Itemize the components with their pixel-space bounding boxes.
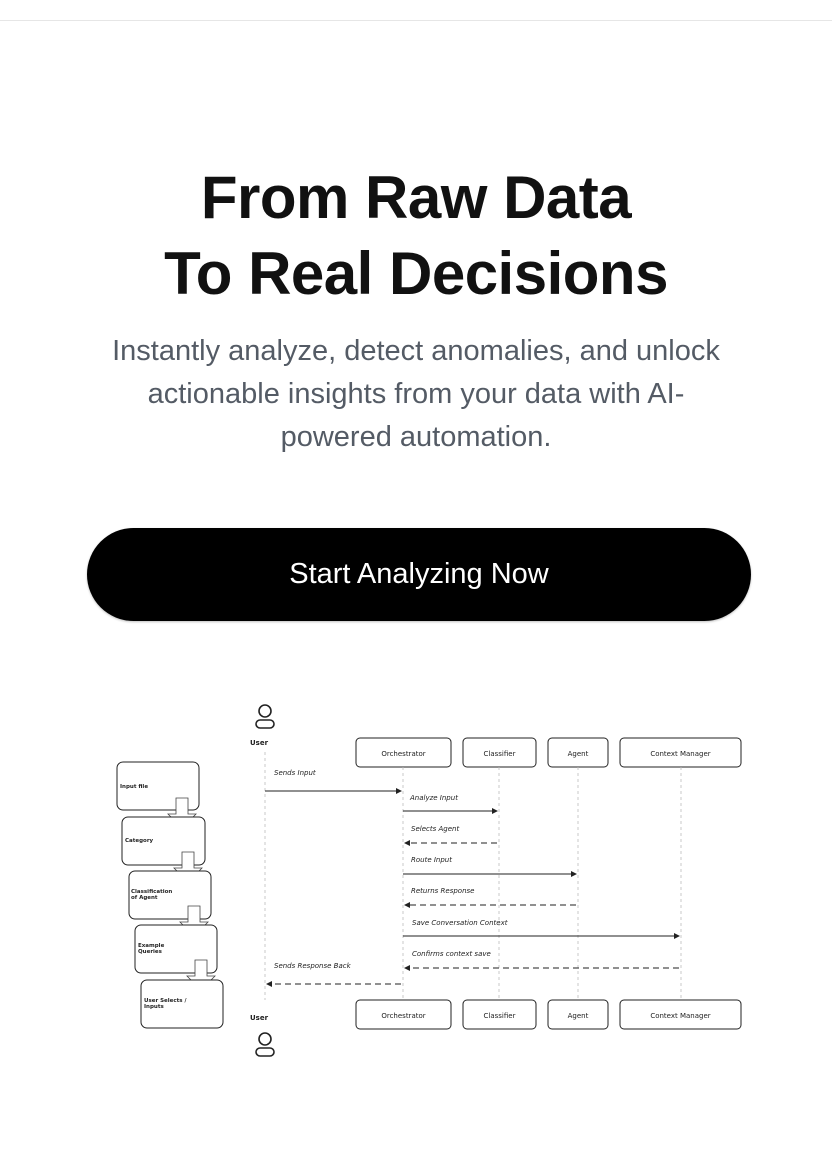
message-route-input: Route Input [411,856,452,864]
hero-subtitle: Instantly analyze, detect anomalies, and… [112,335,720,453]
actor-classifier-bottom: Classifier [462,999,537,1030]
start-analyzing-button[interactable]: Start Analyzing Now [87,528,751,621]
message-sends-response-back: Sends Response Back [274,962,352,970]
flow-step-5: User Selects /Inputs [140,979,224,1029]
message-returns-response: Returns Response [411,887,474,895]
actor-context-manager-top: Context Manager [619,737,742,768]
flow-step-5-label: User Selects /Inputs [144,998,187,1010]
svg-text:Classifier: Classifier [484,750,516,758]
svg-text:Context Manager: Context Manager [650,1012,710,1020]
svg-text:Agent: Agent [568,1012,589,1020]
message-save-context: Save Conversation Context [412,919,508,927]
hero-title: From Raw Data To Real Decisions [0,160,832,312]
actor-agent-top: Agent [547,737,609,768]
svg-text:Orchestrator: Orchestrator [381,750,425,758]
user-icon [255,704,275,729]
actor-user-bottom: User [250,1014,269,1022]
flow-step-1-label: Input file [120,784,148,790]
hero-title-line-2: To Real Decisions [164,240,668,307]
svg-text:Orchestrator: Orchestrator [381,1012,425,1020]
actor-agent-bottom: Agent [547,999,609,1030]
user-icon [255,1032,275,1057]
actor-orchestrator-top: Orchestrator [355,737,452,768]
hero-title-line-1: From Raw Data [200,164,632,231]
svg-text:Agent: Agent [568,750,589,758]
message-sends-input: Sends Input [274,769,316,777]
lifelines [264,752,682,1000]
svg-text:Classifier: Classifier [484,1012,516,1020]
svg-text:Context Manager: Context Manager [650,750,710,758]
actor-context-manager-bottom: Context Manager [619,999,742,1030]
message-analyze-input: Analyze Input [409,794,458,802]
actor-orchestrator-bottom: Orchestrator [355,999,452,1030]
flow-step-2-label: Category [125,838,154,844]
actor-classifier-top: Classifier [462,737,537,768]
actor-user-top: User [250,739,269,747]
top-divider [0,20,832,21]
message-confirms-context-save: Confirms context save [412,950,491,958]
message-selects-agent: Selects Agent [411,825,459,833]
